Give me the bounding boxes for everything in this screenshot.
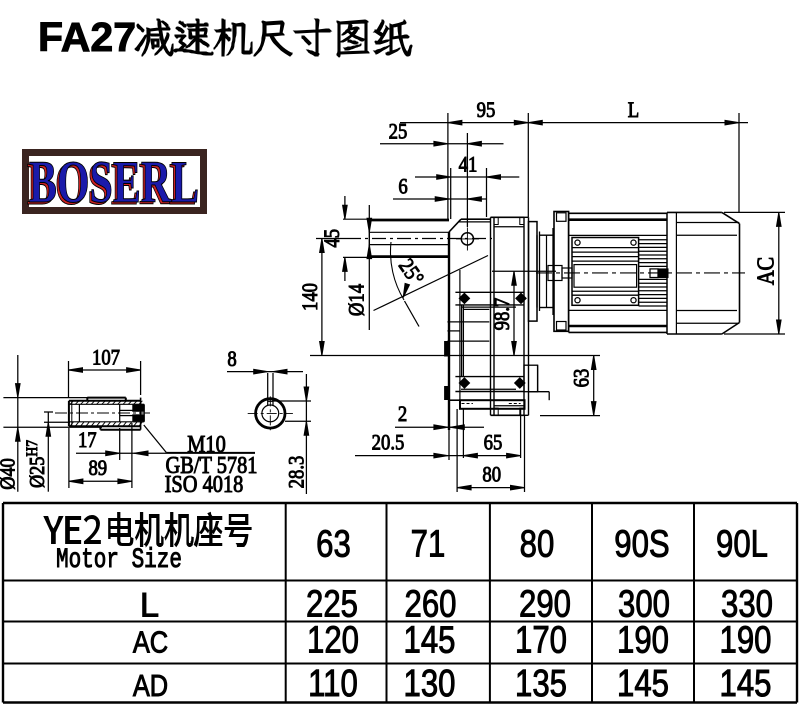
svg-text:90L: 90L — [716, 524, 768, 566]
svg-text:63: 63 — [570, 369, 594, 388]
svg-text:110: 110 — [308, 663, 358, 705]
svg-text:120: 120 — [307, 620, 359, 662]
svg-text:80: 80 — [520, 524, 555, 566]
svg-text:135: 135 — [515, 663, 567, 705]
svg-text:80: 80 — [482, 463, 501, 487]
svg-text:FA27: FA27 — [38, 14, 136, 60]
svg-text:260: 260 — [405, 584, 457, 626]
svg-text:107: 107 — [92, 346, 120, 370]
svg-text:GB/T 5781: GB/T 5781 — [166, 451, 258, 478]
svg-text:AD: AD — [133, 669, 168, 704]
svg-text:6: 6 — [398, 175, 407, 199]
svg-text:65: 65 — [484, 431, 503, 455]
svg-text:90S: 90S — [614, 524, 669, 566]
svg-text:25: 25 — [389, 120, 408, 144]
svg-text:95: 95 — [477, 99, 496, 123]
svg-text:71: 71 — [411, 524, 446, 566]
svg-text:89: 89 — [88, 457, 107, 481]
svg-text:L: L — [140, 587, 159, 625]
svg-text:140: 140 — [299, 283, 323, 311]
svg-text:290: 290 — [519, 584, 571, 626]
svg-text:17: 17 — [78, 429, 97, 453]
svg-text:AC: AC — [133, 625, 168, 660]
svg-text:170: 170 — [515, 620, 567, 662]
svg-text:225: 225 — [306, 584, 358, 626]
svg-text:BOSERL: BOSERL — [27, 152, 197, 218]
svg-text:BOSERL: BOSERL — [29, 150, 199, 216]
svg-text:M10: M10 — [187, 430, 226, 457]
svg-text:300: 300 — [618, 584, 670, 626]
svg-text:20.5: 20.5 — [372, 431, 405, 455]
svg-text:190: 190 — [617, 620, 669, 662]
svg-text:Ø14: Ø14 — [345, 284, 369, 316]
svg-text:ISO 4018: ISO 4018 — [165, 470, 244, 497]
svg-text:AC: AC — [752, 257, 779, 285]
svg-text:L: L — [628, 99, 639, 123]
svg-text:145: 145 — [404, 620, 456, 662]
svg-text:Motor Size: Motor Size — [56, 544, 182, 576]
svg-text:63: 63 — [316, 524, 351, 566]
svg-text:28.3: 28.3 — [285, 456, 309, 489]
svg-text:130: 130 — [404, 663, 456, 705]
svg-text:41: 41 — [459, 153, 478, 177]
svg-text:98.7: 98.7 — [491, 298, 515, 331]
svg-text:8: 8 — [227, 348, 236, 372]
svg-text:Ø40: Ø40 — [0, 458, 20, 489]
svg-text:2: 2 — [398, 403, 407, 427]
svg-text:190: 190 — [720, 620, 772, 662]
svg-text:145: 145 — [617, 663, 669, 705]
svg-text:330: 330 — [721, 584, 773, 626]
svg-text:145: 145 — [720, 663, 772, 705]
